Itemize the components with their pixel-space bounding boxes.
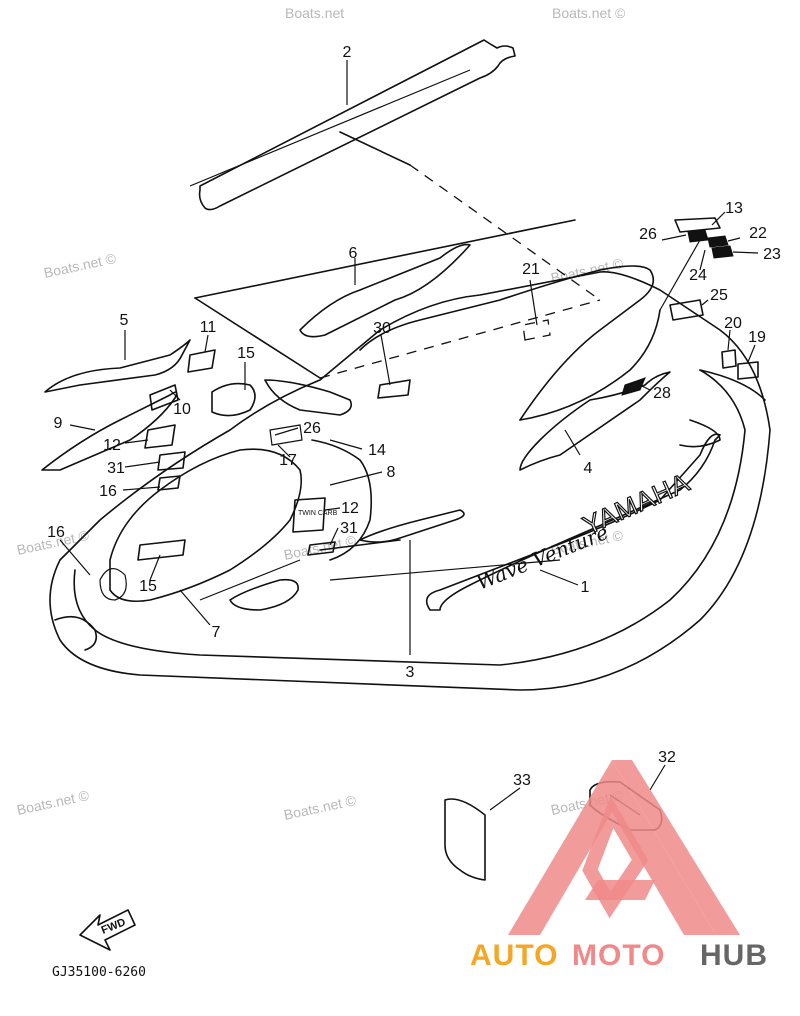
leader-lines [59, 60, 759, 811]
callout-9: 9 [54, 415, 63, 432]
callout-1: 1 [581, 579, 590, 596]
part-4-decal [519, 371, 671, 471]
callout-23: 22 [749, 225, 767, 242]
callout-17: 15 [237, 345, 255, 362]
callout-10: 10 [173, 401, 191, 418]
callout-29: 28 [653, 385, 671, 402]
callout-25: 24 [689, 267, 707, 284]
logo-inner-mark [612, 760, 740, 935]
part-5-decal [44, 339, 191, 393]
callout-6: 6 [349, 245, 358, 262]
overlay-plane [194, 131, 601, 379]
callout-21: 20 [724, 315, 742, 332]
callout-8: 8 [387, 464, 396, 481]
automotohub-logo: AUTO MOTO HUB [470, 760, 768, 972]
logo-triangle [508, 760, 716, 935]
callout-14: 14 [368, 442, 386, 459]
part-6-decal [299, 243, 471, 338]
callout-28: 26 [303, 420, 321, 437]
fwd-label: FWD [100, 916, 128, 937]
callout-13: 13 [725, 200, 743, 217]
watermark-layer: Boats.net Boats.net © Boats.net © Boats.… [15, 5, 626, 823]
callout-7: 7 [212, 624, 221, 641]
watermark: Boats.net © [15, 787, 91, 818]
callout-5: 5 [120, 312, 129, 329]
callout-4: 4 [584, 460, 593, 477]
callout-11: 11 [200, 319, 217, 336]
fwd-arrow: FWD [79, 909, 136, 951]
logo-moto: MOTO [572, 939, 665, 972]
right-decals [669, 217, 759, 380]
part-33-cover [444, 798, 486, 881]
watermark: Boats.net © [552, 5, 626, 21]
callout-15: 15 [139, 578, 157, 595]
callout-33: 33 [513, 772, 531, 789]
callout-30: 30 [373, 320, 391, 337]
callout-18: 16 [99, 483, 117, 500]
callout-16: 16 [47, 524, 65, 541]
callout-19: 17 [279, 452, 297, 469]
callout-27: 26 [639, 226, 657, 243]
part-2-decal [189, 39, 516, 211]
callout-24: 23 [763, 246, 781, 263]
logo-auto: AUTO [470, 939, 558, 972]
twin-carb-label: TWIN CARB [298, 510, 338, 517]
callout-31b: 31 [340, 520, 358, 537]
watermark: Boats.net © [42, 250, 118, 281]
callout-labels: 2 6 5 11 15 30 21 10 9 12 31 16 26 17 14… [47, 44, 781, 789]
watermark: Boats.net © [282, 792, 358, 823]
part-22-dashed [522, 319, 551, 341]
part-code: GJ35100-6260 [52, 965, 146, 980]
small-decals: TWIN CARB [137, 349, 411, 561]
logo-inner-mark [582, 795, 649, 919]
callout-31a: 31 [107, 460, 125, 477]
callout-2: 2 [343, 44, 352, 61]
callout-26: 25 [710, 287, 728, 304]
watermark: Boats.net [285, 5, 344, 21]
callout-12b: 12 [341, 500, 359, 517]
callout-22: 21 [522, 261, 540, 278]
callout-12a: 12 [103, 437, 121, 454]
callout-3: 3 [406, 664, 415, 681]
brand-text: YAMAHA [578, 467, 694, 541]
callout-20: 19 [748, 329, 766, 346]
logo-hub: HUB [700, 939, 768, 972]
callout-32: 32 [658, 749, 676, 766]
